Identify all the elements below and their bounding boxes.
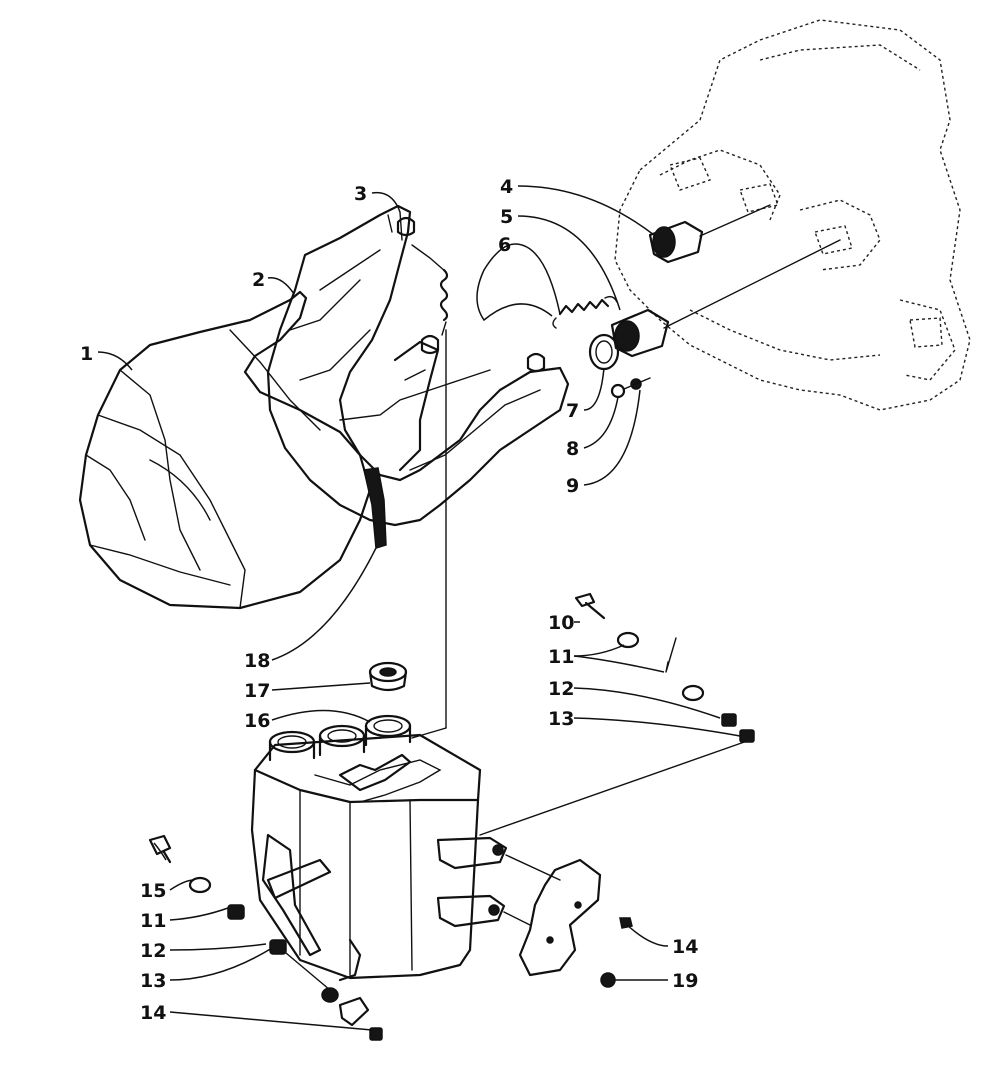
callout-13-right: 13: [548, 708, 574, 730]
leader-lines: [97, 185, 741, 1031]
callout-10: 10: [548, 612, 574, 634]
manifold-nut-washer: [610, 377, 651, 399]
callout-16: 16: [244, 710, 270, 732]
mounting-brackets: [436, 739, 751, 928]
mounting-plate: [503, 854, 602, 977]
callout-7: 7: [566, 400, 579, 422]
callout-11-right: 11: [548, 646, 574, 668]
callout-11-left: 11: [140, 910, 166, 932]
callout-15: 15: [140, 880, 166, 902]
callouts: 1 2 3 4 5 6 7 8 9 10 11 12 13 14 19 18 1…: [80, 176, 698, 1024]
spring-front: [552, 295, 618, 329]
callout-3: 3: [354, 183, 367, 205]
callout-6: 6: [498, 234, 511, 256]
exhaust-manifold-upper: [648, 204, 771, 264]
exhaust-pipe-secondary: [393, 340, 440, 472]
callout-2: 2: [252, 269, 265, 291]
callout-13-left: 13: [140, 970, 166, 992]
expansion-chamber: [78, 290, 372, 610]
callout-19: 19: [672, 970, 698, 992]
spring-rear: [411, 244, 449, 336]
callout-12-right: 12: [548, 678, 574, 700]
callout-18: 18: [244, 650, 270, 672]
muffler-box: [250, 714, 482, 982]
hanger-rod: [411, 329, 447, 739]
callout-12-left: 12: [140, 940, 166, 962]
callout-8: 8: [566, 438, 579, 460]
fasteners-left: [148, 834, 633, 1041]
callout-9: 9: [566, 475, 579, 497]
fasteners-right: [574, 592, 755, 743]
grommet: [368, 661, 408, 692]
exhaust-manifold-lower: [610, 239, 841, 358]
callout-5: 5: [500, 206, 513, 228]
callout-14-left: 14: [140, 1002, 166, 1024]
exhaust-pipe-main: [266, 204, 570, 527]
callout-14-right: 14: [672, 936, 698, 958]
callout-1: 1: [80, 343, 93, 365]
callout-4: 4: [500, 176, 513, 198]
callout-17: 17: [244, 680, 270, 702]
engine-block-outline: [614, 19, 971, 411]
connector-strap: [363, 467, 387, 549]
exhaust-hangers: [396, 216, 546, 373]
manifold-gasket: [588, 333, 620, 371]
